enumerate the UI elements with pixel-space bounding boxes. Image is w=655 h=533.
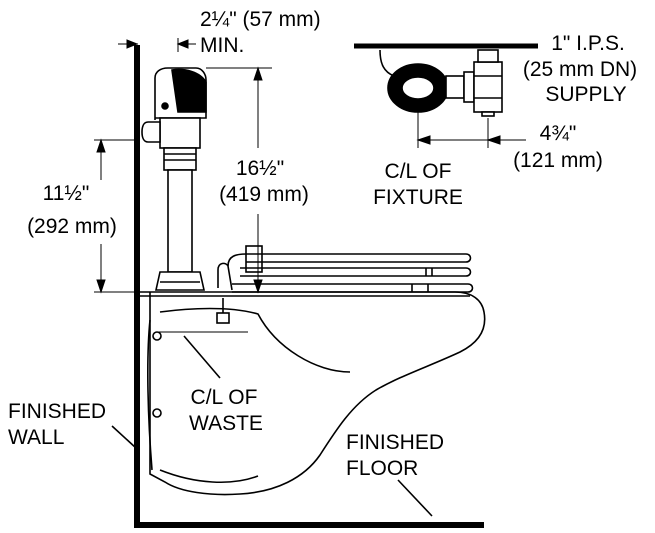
leader-finished-wall (111, 425, 137, 449)
rail-lower (232, 283, 474, 293)
supply-size-label: 1" I.P.S. (551, 32, 625, 55)
supply-word-label: SUPPLY (545, 83, 626, 106)
offset-mm-label: (121 mm) (513, 149, 603, 172)
rail-upper (227, 253, 472, 267)
vacuum-breaker (163, 147, 197, 171)
spud-coupling (155, 271, 205, 291)
bowl-interior-curve (159, 307, 351, 373)
top-view-bracket (379, 49, 395, 77)
supply-dn-label: (25 mm DN) (523, 58, 637, 81)
wall-gap-value-label: 2¼" (57 mm) (200, 8, 321, 31)
valve-height-mm-label: (419 mm) (219, 183, 309, 206)
wall-hung-bowl (139, 291, 486, 496)
dim-offset-arrow-right (486, 135, 501, 145)
wall-gap-min-label: MIN. (200, 34, 244, 57)
sensor-window (161, 102, 169, 110)
supply-stop-connector (141, 121, 161, 143)
top-view-stop-cap (477, 49, 499, 63)
dim-spud-height-arrow-bottom (96, 279, 106, 294)
wall-bolt-lower (152, 408, 162, 418)
top-view-nut (463, 71, 475, 103)
flush-valve-assembly (141, 67, 207, 291)
bowl-bottom-curve (159, 469, 259, 483)
hinge-post (217, 262, 233, 291)
flush-tube (167, 169, 193, 273)
finished-wall-line1-label: FINISHED (8, 400, 106, 423)
offset-value-label: 4¾" (540, 122, 577, 145)
leader-lines (111, 335, 433, 517)
top-view-supply-pipe (481, 111, 495, 117)
finished-floor-line2-label: FLOOR (346, 457, 418, 480)
dim-spud-height-arrow-top (96, 138, 106, 153)
hinge-bracket (245, 245, 263, 273)
finished-wall-and-floor (134, 45, 484, 528)
finished-wall-line2-label: WALL (8, 426, 64, 449)
sensor-cap (171, 68, 207, 113)
dim-wall-gap-arrow-left (126, 39, 139, 49)
wall-bolt-upper (152, 331, 162, 341)
bowl-trapway (147, 319, 153, 471)
spud-height-value-label: 11½" (43, 182, 90, 205)
valve-height-value-label: 16½" (236, 157, 284, 180)
top-view-stop-valve (473, 61, 503, 113)
top-view-supply (354, 43, 538, 117)
finished-floor-line1-label: FINISHED (346, 431, 444, 454)
dim-valve-height-arrow-bottom (253, 279, 263, 294)
leader-finished-floor (397, 479, 433, 517)
labels: 2¼" (57 mm) MIN. 1" I.P.S. (25 mm DN) SU… (8, 8, 637, 480)
valve-body (159, 117, 201, 149)
leader-cl-waste (183, 335, 221, 379)
cl-waste-line1-label: C/L OF (191, 386, 258, 409)
cl-waste-line2-label: WASTE (189, 412, 263, 435)
bowl-outline (139, 291, 486, 496)
dim-valve-height-arrow-top (253, 66, 263, 81)
spud-height-mm-label: (292 mm) (27, 215, 117, 238)
top-view-connector (445, 75, 465, 99)
cl-fixture-line1-label: C/L OF (385, 160, 452, 183)
dim-offset-arrow-left (416, 135, 431, 145)
top-view-sensor-window (401, 76, 435, 100)
bowl-bolt-nut (216, 312, 230, 324)
rail-middle (240, 267, 472, 277)
cl-fixture-line2-label: FIXTURE (373, 186, 463, 209)
dim-wall-gap-arrow-right (176, 39, 189, 49)
dimension-lines (94, 38, 526, 333)
seat-hinge-rails (217, 245, 474, 293)
